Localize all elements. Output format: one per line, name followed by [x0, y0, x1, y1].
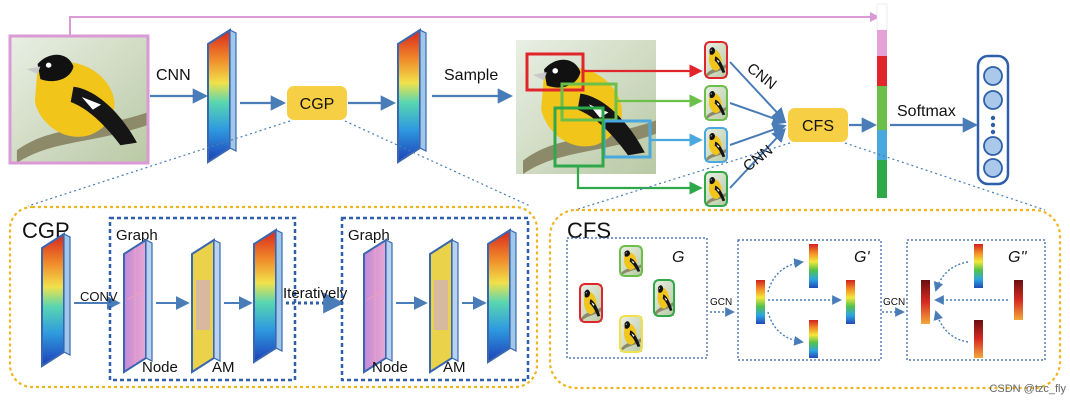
- g-prime-node-right: [846, 280, 855, 324]
- graph-g-double-prime-box: [906, 239, 1046, 361]
- cfs-panel-title: CFS: [567, 218, 611, 243]
- crop-red: [525, 52, 585, 92]
- graph-block-2: [340, 216, 530, 382]
- cgp-input-feature-map: [41, 233, 71, 367]
- g-double-prime-edge-top: [933, 261, 969, 292]
- graph-label-1: Graph: [116, 227, 158, 244]
- g-double-prime-node-left: [921, 280, 930, 324]
- g-double-prime-node-bottom: [974, 320, 983, 358]
- input-bird-image: [8, 34, 150, 165]
- pink-skip-path: [69, 16, 878, 35]
- graph-output-map-2: [487, 229, 517, 363]
- g-node-green-top: [619, 245, 643, 277]
- graph-am-map-2: [429, 239, 459, 373]
- graph-g-prime-box: [737, 239, 882, 361]
- node-label-1: Node: [142, 359, 178, 376]
- am-label-1: AM: [212, 359, 235, 376]
- feature-map-1: [207, 29, 237, 163]
- g-node-red: [579, 283, 603, 323]
- graph-am-map-1: [191, 239, 221, 373]
- cnn-diag-label-top: CNN: [744, 60, 780, 93]
- am-label-2: AM: [443, 359, 466, 376]
- graph-block-1: [108, 216, 297, 382]
- crop-dark-green: [553, 106, 605, 168]
- converge-arrow-3: [729, 123, 787, 146]
- cgp-block-label: CGP: [300, 96, 335, 113]
- g-prime-label: G': [854, 249, 870, 266]
- g-prime-edge-bottom: [767, 311, 804, 346]
- crop-cylinder-dark-green: [704, 171, 728, 207]
- g-prime-node-bottom: [809, 320, 818, 358]
- gcn-label-2: GCN: [883, 297, 905, 308]
- g-prime-node-left: [756, 280, 765, 324]
- gcn-label-1: GCN: [710, 297, 732, 308]
- concat-feature-bar: [876, 3, 888, 198]
- cnn-diag-label-bottom: CNN: [740, 142, 776, 175]
- g-double-prime-edge-bottom: [933, 310, 969, 343]
- cgp-panel: [8, 205, 539, 389]
- cgp-zoom-line-right: [344, 120, 531, 207]
- graph-g-box: [566, 237, 708, 359]
- crop-cylinder-red: [704, 41, 728, 79]
- graph-output-map-1: [253, 229, 283, 363]
- node-label-2: Node: [372, 359, 408, 376]
- conv-label: CONV: [80, 289, 118, 304]
- converge-arrow-2: [729, 102, 787, 125]
- cnn-label: CNN: [156, 67, 191, 84]
- g-prime-node-top: [809, 244, 818, 288]
- feature-map-2: [397, 29, 427, 163]
- g-double-prime-node-top: [974, 244, 983, 288]
- g-prime-edge-top: [767, 258, 804, 293]
- g-node-yellow: [619, 315, 643, 353]
- cfs-block: [788, 108, 848, 142]
- graph-node-map-1: [123, 239, 153, 373]
- cfs-block-label: CFS: [802, 118, 834, 135]
- softmax-label: Softmax: [897, 103, 956, 120]
- graph-node-map-2: [363, 239, 393, 373]
- crop-green: [560, 82, 618, 122]
- converge-arrow-1: [729, 61, 786, 123]
- output-layer: [976, 54, 1010, 186]
- g-label: G: [672, 249, 684, 266]
- g-node-dark-green: [653, 279, 675, 317]
- crop-cylinder-green: [704, 85, 728, 121]
- cfs-zoom-line-right: [844, 142, 1046, 211]
- watermark-text: CSDN @tzc_fly: [989, 383, 1066, 395]
- cfs-panel: [548, 208, 1062, 390]
- crop-dark-green-arrow: [576, 167, 703, 195]
- g-double-prime-node-right: [1014, 280, 1023, 320]
- iteratively-label: Iteratively: [283, 285, 348, 302]
- graph-label-2: Graph: [348, 227, 390, 244]
- converge-arrow-4: [729, 127, 786, 189]
- crop-cylinder-blue: [704, 127, 728, 163]
- g-double-prime-label: G'': [1008, 249, 1028, 266]
- cgp-block: [287, 86, 347, 120]
- pink-skip-arrowhead: [870, 12, 880, 22]
- sample-label: Sample: [444, 67, 498, 84]
- cgp-zoom-line-left: [27, 120, 291, 207]
